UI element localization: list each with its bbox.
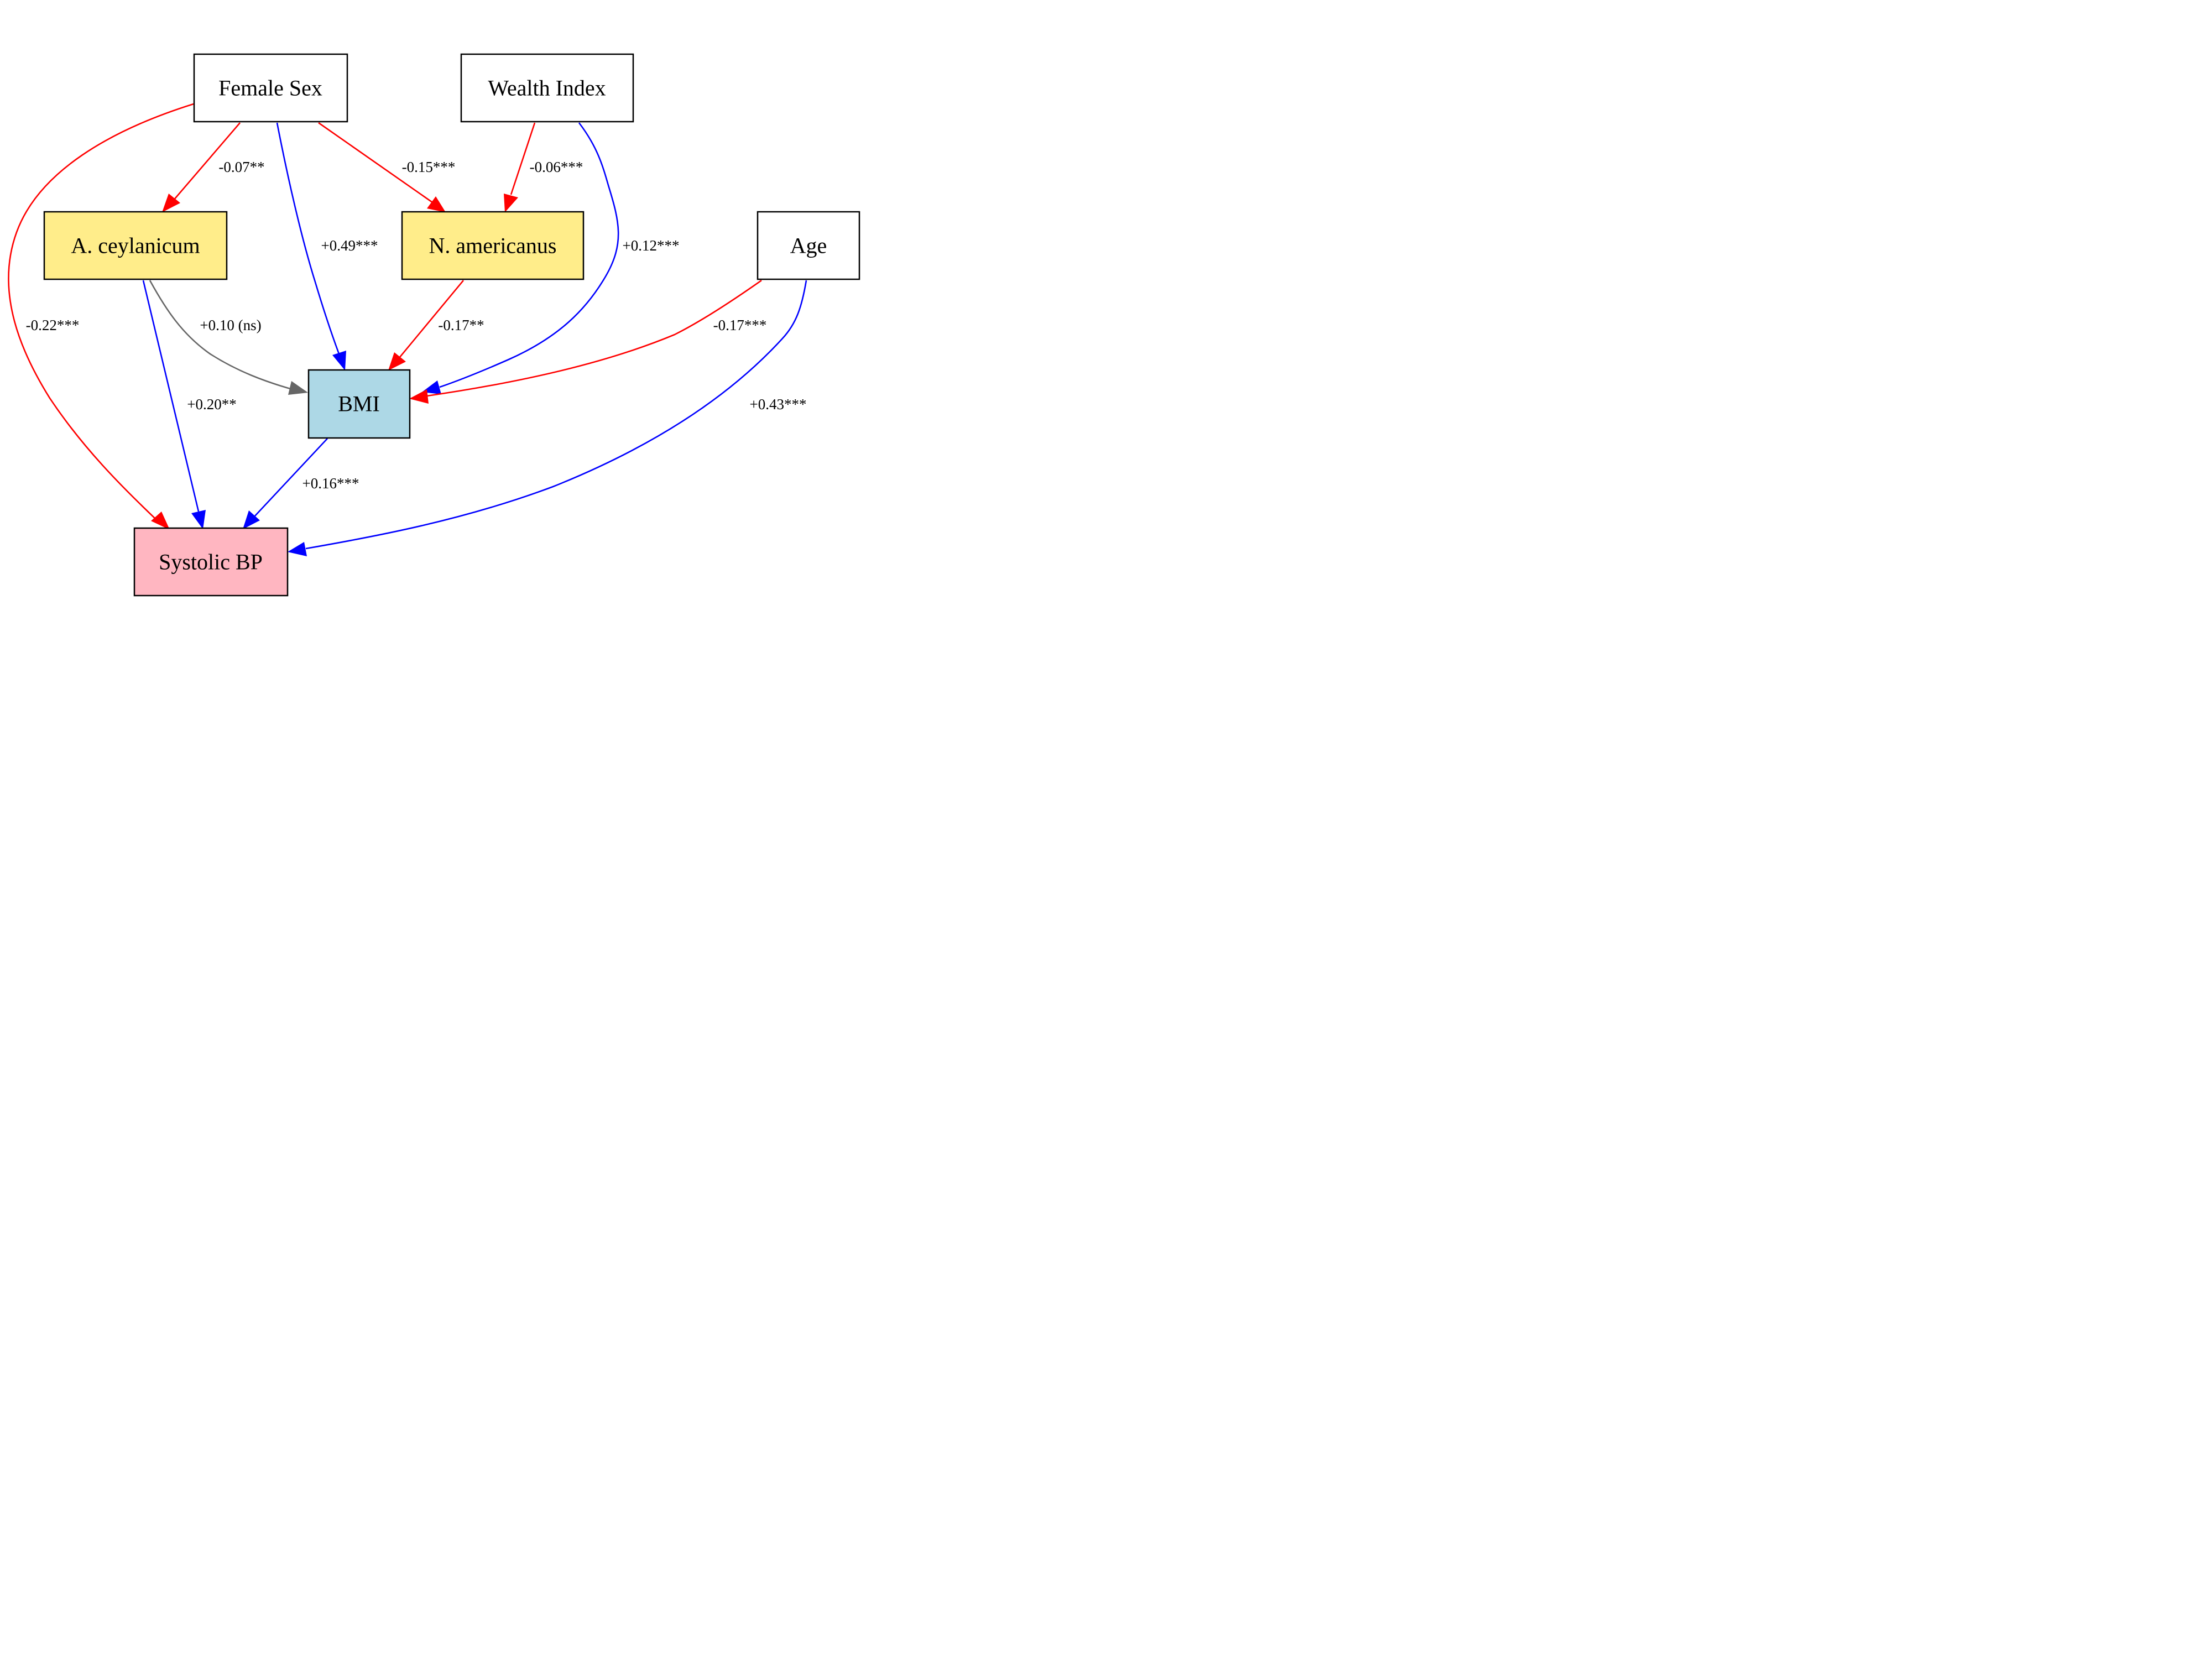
node-label: Female Sex <box>218 76 322 101</box>
edges <box>8 103 807 556</box>
edge-line <box>426 279 762 397</box>
edge-line <box>305 280 807 550</box>
node-label: Systolic BP <box>159 550 263 575</box>
edge-arrowhead <box>332 351 346 371</box>
edge-female-sex-to-bmi <box>276 122 346 371</box>
edge-female-sex-to-a-ceylanicum <box>162 122 241 212</box>
edge-label-wealth-index-to-bmi: +0.12*** <box>623 237 680 254</box>
diagram-svg: -0.07** -0.15*** -0.06*** +0.49*** +0.12… <box>8 53 860 597</box>
edge-line <box>439 122 619 388</box>
node-box <box>757 211 860 280</box>
edge-arrowhead <box>151 512 170 530</box>
edge-label-female-sex-to-a-ceylanicum: -0.07** <box>218 159 264 175</box>
node-female-sex[interactable]: Female Sex <box>193 53 348 123</box>
edge-line <box>142 280 200 512</box>
node-bmi[interactable]: BMI <box>307 369 411 439</box>
edge-line <box>318 122 433 204</box>
edge-line <box>276 122 340 354</box>
node-systolic-bp[interactable]: Systolic BP <box>133 527 289 597</box>
edge-arrowhead <box>427 196 446 212</box>
node-box <box>193 53 348 123</box>
edge-arrowhead <box>243 510 260 529</box>
edge-label-wealth-index-to-n-americanus: -0.06*** <box>530 159 583 175</box>
edge-labels: -0.07** -0.15*** -0.06*** +0.49*** +0.12… <box>26 159 807 492</box>
node-label: BMI <box>338 392 380 416</box>
path-diagram: -0.07** -0.15*** -0.06*** +0.49*** +0.12… <box>0 0 867 650</box>
edge-arrowhead <box>191 510 206 529</box>
edge-female-sex-to-n-americanus <box>318 122 446 212</box>
node-box <box>460 53 634 123</box>
node-label: N. americanus <box>429 233 556 258</box>
edge-label-a-ceylanicum-to-systolic-bp: +0.20** <box>187 396 236 413</box>
node-box <box>133 527 289 597</box>
nodes: Female Sex Wealth Index A. ceylanicum N.… <box>43 53 860 597</box>
node-label: A. ceylanicum <box>71 233 200 258</box>
edge-bmi-to-systolic-bp <box>243 438 328 529</box>
edge-arrowhead <box>288 542 307 556</box>
edge-a-ceylanicum-to-bmi <box>149 280 308 395</box>
node-a-ceylanicum[interactable]: A. ceylanicum <box>43 211 228 280</box>
edge-age-to-systolic-bp <box>288 280 807 556</box>
edge-label-age-to-bmi: -0.17*** <box>713 317 767 333</box>
edge-line <box>173 122 241 201</box>
node-n-americanus[interactable]: N. americanus <box>401 211 585 280</box>
node-age[interactable]: Age <box>757 211 860 280</box>
edge-line <box>510 122 536 195</box>
edge-a-ceylanicum-to-systolic-bp <box>142 280 206 529</box>
edge-line <box>8 103 194 520</box>
edge-wealth-index-to-n-americanus <box>504 122 536 212</box>
edge-arrowhead <box>504 194 518 212</box>
edge-female-sex-to-systolic-bp <box>8 103 194 530</box>
edge-arrowhead <box>288 381 308 395</box>
edge-label-n-americanus-to-bmi: -0.17** <box>438 317 484 333</box>
edge-label-female-sex-to-systolic-bp: -0.22*** <box>26 317 80 333</box>
node-box <box>401 211 585 280</box>
edge-n-americanus-to-bmi <box>388 280 465 371</box>
edge-line <box>398 280 465 358</box>
edge-line <box>149 280 291 390</box>
edge-label-female-sex-to-bmi: +0.49*** <box>321 237 378 254</box>
edge-label-a-ceylanicum-to-bmi: +0.10 (ns) <box>200 317 261 333</box>
node-box <box>307 369 411 439</box>
edge-arrowhead <box>388 352 406 371</box>
edge-arrowhead <box>409 389 429 404</box>
edge-label-female-sex-to-n-americanus: -0.15*** <box>402 159 456 175</box>
edge-age-to-bmi <box>409 279 762 404</box>
node-wealth-index[interactable]: Wealth Index <box>460 53 634 123</box>
edge-label-age-to-systolic-bp: +0.43*** <box>750 396 807 413</box>
edge-arrowhead <box>162 194 180 212</box>
node-label: Wealth Index <box>488 76 606 101</box>
node-box <box>43 211 228 280</box>
edge-line <box>254 438 328 517</box>
node-label: Age <box>790 233 827 258</box>
edge-label-bmi-to-systolic-bp: +0.16*** <box>302 475 359 492</box>
